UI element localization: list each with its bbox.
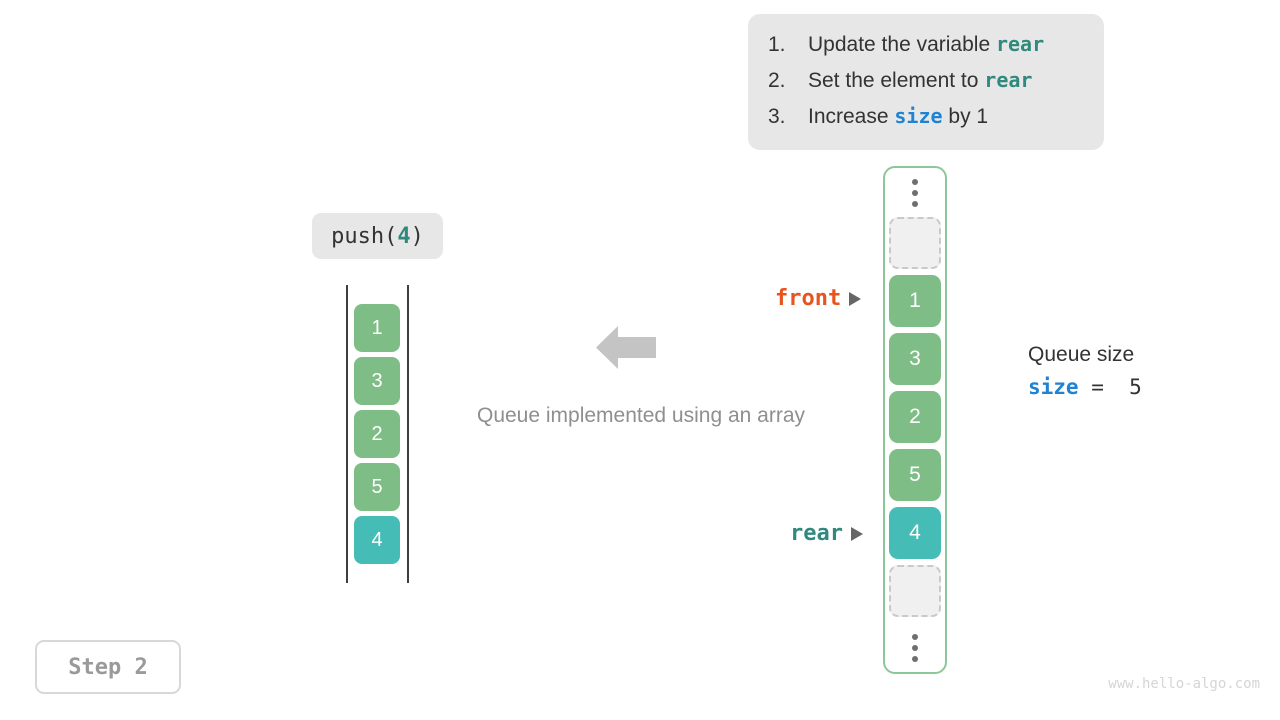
vertical-ellipsis-icon-bottom <box>885 623 945 672</box>
operation-close-paren: ) <box>410 223 424 249</box>
queue-size-title: Queue size <box>1028 343 1135 366</box>
queue-slot: 1 <box>889 275 941 327</box>
instruction-item: 2. Set the element to rear <box>768 68 1082 104</box>
instruction-number: 3. <box>768 105 786 128</box>
rear-pointer: rear <box>790 521 863 546</box>
queue-slot-empty <box>889 565 941 617</box>
logical-cell: 2 <box>354 410 400 458</box>
queue-size-expression: size = 5 <box>1028 375 1228 399</box>
queue-size-info: Queue size size = 5 <box>1028 343 1228 399</box>
instruction-text-pre: Update the variable <box>808 33 996 56</box>
logical-queue-array: 1 3 2 5 4 <box>340 285 414 583</box>
front-pointer-label: front <box>775 286 842 311</box>
instruction-item: 1. Update the variable rear <box>768 32 1082 68</box>
instruction-number: 2. <box>768 69 786 92</box>
instruction-code-rear: rear <box>995 32 1045 56</box>
instruction-item: 3. Increase size by 1 <box>768 104 1082 140</box>
instruction-callout: 1. Update the variable rear 2. Set the e… <box>748 14 1104 150</box>
size-variable-name: size <box>1028 375 1079 399</box>
logical-cell-list: 1 3 2 5 4 <box>354 304 400 569</box>
array-bracket-right <box>407 285 409 583</box>
instruction-number: 1. <box>768 33 786 56</box>
queue-slot: 2 <box>889 391 941 443</box>
physical-queue-container: 1 3 2 5 4 <box>883 166 947 674</box>
watermark: www.hello-algo.com <box>1108 676 1260 692</box>
instruction-text-pre: Set the element to <box>808 69 985 92</box>
rear-pointer-label: rear <box>790 521 843 546</box>
instruction-text-pre: Increase <box>808 105 895 128</box>
queue-slot: 3 <box>889 333 941 385</box>
queue-slot-empty <box>889 217 941 269</box>
size-value: = 5 <box>1078 375 1142 399</box>
step-badge: Step 2 <box>35 640 181 694</box>
queue-slot: 5 <box>889 449 941 501</box>
front-pointer: front <box>775 286 862 311</box>
queue-slot-new: 4 <box>889 507 941 559</box>
instruction-code-rear: rear <box>984 68 1033 92</box>
instruction-code-size: size <box>894 104 943 128</box>
left-arrow-icon <box>596 326 656 369</box>
instruction-text-post: by 1 <box>942 105 989 128</box>
logical-cell: 1 <box>354 304 400 352</box>
vertical-ellipsis-icon-top <box>885 168 945 217</box>
pointer-arrow-icon <box>850 526 863 541</box>
pointer-arrow-icon <box>849 291 862 306</box>
array-bracket-left <box>346 285 348 583</box>
operation-label: push(4) <box>312 213 443 259</box>
logical-cell: 5 <box>354 463 400 511</box>
logical-cell-new: 4 <box>354 516 400 564</box>
operation-argument: 4 <box>397 223 411 249</box>
operation-name: push( <box>331 223 398 249</box>
logical-cell: 3 <box>354 357 400 405</box>
diagram-caption: Queue implemented using an array <box>476 404 806 427</box>
